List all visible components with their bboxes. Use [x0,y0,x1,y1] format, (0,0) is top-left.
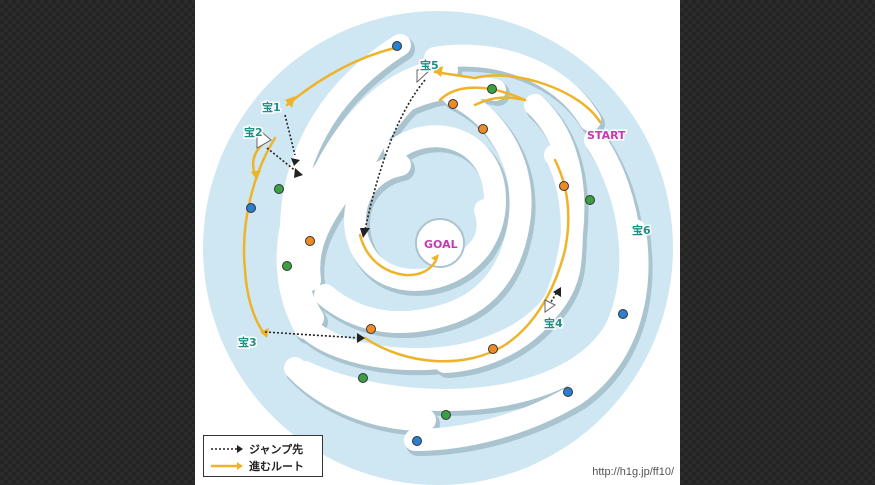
green-node[interactable] [358,373,368,383]
treasure1-label: 宝1 [262,100,281,114]
blue-node[interactable] [618,309,628,319]
route-segment [358,233,437,277]
blue-node[interactable] [246,203,256,213]
orange-node[interactable] [305,236,315,246]
blue-node[interactable] [392,41,402,51]
treasure-marker [256,126,272,149]
map-panel: 宝5 宝1 宝2 宝3 宝4 宝6 START GOAL ジャンプ先 進むルート… [195,0,680,485]
route-arrowhead [251,170,261,180]
jump-arrowhead [291,158,300,166]
jump-arrowhead [294,168,303,178]
treasure-marker [416,69,432,84]
orange-node[interactable] [488,344,498,354]
route-arrowheads [251,66,443,338]
orange-node[interactable] [478,124,488,134]
legend-route-row: 進むルート [210,458,304,474]
route-segment [433,70,602,124]
route-segment [242,136,277,334]
route-arrowhead [285,96,295,108]
green-node[interactable] [282,261,292,271]
green-node[interactable] [441,410,451,420]
route-arrowhead [260,328,269,338]
legend-jump-row: ジャンプ先 [210,441,303,457]
orange-node[interactable] [559,181,569,191]
route-segment [363,158,570,363]
goal-label: GOAL [424,238,458,251]
legend-jump-label: ジャンプ先 [249,443,304,456]
blue-node[interactable] [412,436,422,446]
dotted-arrow-icon [211,445,243,453]
treasure4-label: 宝4 [544,316,563,330]
green-node[interactable] [487,84,497,94]
treasure-marker [544,299,556,313]
route-arrowhead [431,254,439,262]
jump-segment [284,114,296,156]
jump-arrowhead [360,228,370,238]
route-segment [438,86,527,102]
orange-node[interactable] [366,324,376,334]
jump-arrowhead [357,333,365,343]
treasure2-label: 宝2 [244,125,263,139]
source-credit: http://h1g.jp/ff10/ [592,466,674,478]
jump-arrowheads [291,158,561,343]
route-arrow-icon [211,462,243,470]
spiral-maze-map: 宝5 宝1 宝2 宝3 宝4 宝6 START GOAL [203,11,673,485]
jump-segment [364,79,426,231]
jump-arrowhead [553,287,561,297]
blue-node[interactable] [563,387,573,397]
legend: ジャンプ先 進むルート [203,435,323,477]
treasure5-label: 宝5 [420,58,439,72]
green-node[interactable] [274,184,284,194]
green-node[interactable] [585,195,595,205]
start-label: START [587,129,626,142]
route-arrowhead [433,66,443,77]
treasure3-label: 宝3 [238,335,257,349]
treasure6-label: 宝6 [632,223,651,237]
legend-route-label: 進むルート [249,460,304,473]
jump-lines [264,79,558,339]
orange-node[interactable] [448,99,458,109]
nodes [246,41,628,446]
jump-segment [266,147,298,173]
treasure-markers [256,69,556,313]
map-labels: 宝5 宝1 宝2 宝3 宝4 宝6 START GOAL [237,57,653,351]
goal-island [415,218,465,268]
